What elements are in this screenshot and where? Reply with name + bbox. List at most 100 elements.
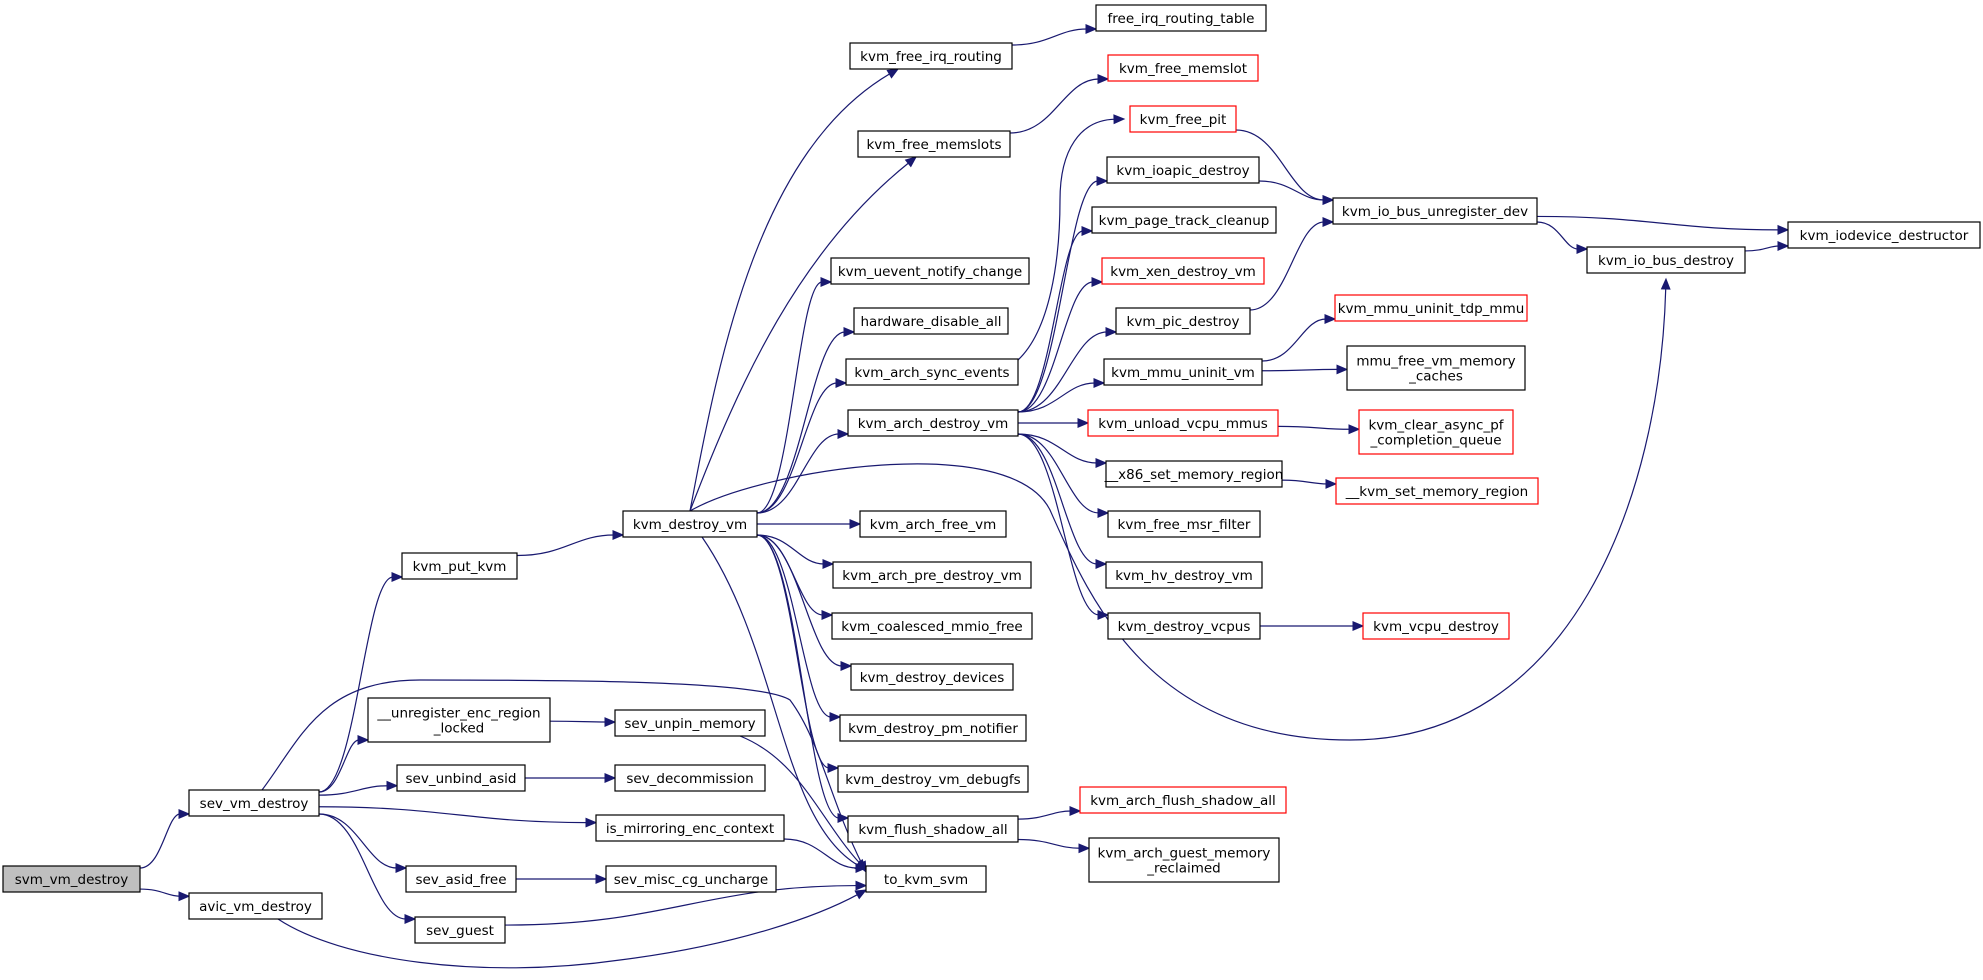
edge-arrowhead	[1576, 244, 1589, 254]
edge-line	[756, 534, 832, 718]
edge-line	[1536, 215, 1780, 231]
node-label: _completion_queue	[1369, 433, 1501, 449]
node-kvm-destroy-vm-debugfs[interactable]: kvm_destroy_vm_debugfs	[837, 765, 1029, 793]
edge-arrowhead	[835, 378, 848, 388]
edge-kvm_arch_destroy_vm-to-kvm_xen_destroy_vm	[1017, 277, 1104, 413]
edge-kvm_arch_destroy_vm-to-kvm_page_track_cleanup	[1017, 226, 1094, 413]
node-sev-unbind-asid[interactable]: sev_unbind_asid	[396, 764, 526, 792]
node-avic-vm-destroy[interactable]: avic_vm_destroy	[188, 892, 323, 920]
node-label: kvm_destroy_pm_notifier	[848, 721, 1018, 737]
node-label: kvm_uevent_notify_change	[838, 264, 1022, 280]
node-kvm-arch-free-vm[interactable]: kvm_arch_free_vm	[859, 510, 1007, 538]
edge-line	[689, 162, 910, 512]
node-box	[865, 865, 987, 893]
edge-kvm_destroy_vm-to-kvm_arch_pre_destroy_vm	[756, 534, 835, 569]
edge-arrowhead	[604, 773, 617, 783]
node-sev-decommission[interactable]: sev_decommission	[614, 764, 766, 792]
node-kvm-io-bus-destroy[interactable]: kvm_io_bus_destroy	[1586, 246, 1746, 274]
node-mmu-free-vm-memory-caches[interactable]: mmu_free_vm_memory_caches	[1346, 345, 1526, 391]
edge-arrowhead	[1324, 314, 1337, 324]
node-box	[857, 130, 1011, 158]
node-sev-misc-cg-uncharge[interactable]: sev_misc_cg_uncharge	[605, 865, 777, 893]
edge-line	[1017, 331, 1108, 413]
edge-line	[1009, 78, 1100, 134]
edge-arrowhead	[1777, 241, 1790, 251]
node-kvm-arch-destroy-vm[interactable]: kvm_arch_destroy_vm	[847, 409, 1019, 437]
node-box	[614, 709, 766, 737]
node-is-mirroring-enc-context[interactable]: is_mirroring_enc_context	[595, 814, 785, 842]
edge-kvm_destroy_vm-to-kvm_arch_free_vm	[757, 519, 862, 529]
node-svm-vm-destroy[interactable]: svm_vm_destroy	[2, 865, 141, 893]
edge-line	[318, 785, 389, 796]
node-label: kvm_destroy_vcpus	[1118, 619, 1251, 635]
node-kvm-clear-async-pf-completion-queue[interactable]: kvm_clear_async_pf_completion_queue	[1358, 409, 1514, 455]
edge-kvm_arch_destroy_vm-to-kvm_unload_vcpu_mmus	[1018, 418, 1090, 428]
edge-line	[1017, 230, 1084, 413]
node-hardware-disable-all[interactable]: hardware_disable_all	[853, 307, 1009, 335]
node-kvm-pic-destroy[interactable]: kvm_pic_destroy	[1115, 307, 1251, 335]
node-kvm-unload-vcpu-mmus[interactable]: kvm_unload_vcpu_mmus	[1087, 409, 1279, 437]
node-kvm-free-memslots[interactable]: kvm_free_memslots	[857, 130, 1011, 158]
node-kvm-flush-shadow-all[interactable]: kvm_flush_shadow_all	[847, 815, 1019, 843]
node-kvm-free-pit[interactable]: kvm_free_pit	[1129, 105, 1237, 133]
node-sev-unpin-memory[interactable]: sev_unpin_memory	[614, 709, 766, 737]
node-sev-guest[interactable]: sev_guest	[414, 916, 506, 944]
node-sev-vm-destroy[interactable]: sev_vm_destroy	[188, 789, 320, 817]
edge-kvm_arch_destroy_vm-to-x86_set_memory_region	[1017, 433, 1108, 468]
node-kvm-destroy-vcpus[interactable]: kvm_destroy_vcpus	[1107, 612, 1261, 640]
node-label: svm_vm_destroy	[15, 872, 129, 888]
node-kvm-destroy-devices[interactable]: kvm_destroy_devices	[850, 663, 1014, 691]
node-box	[832, 561, 1032, 589]
node-kvm-xen-destroy-vm[interactable]: kvm_xen_destroy_vm	[1101, 257, 1265, 285]
node-kvm-destroy-vm[interactable]: kvm_destroy_vm	[622, 510, 758, 538]
node-kvm-free-msr-filter[interactable]: kvm_free_msr_filter	[1107, 510, 1261, 538]
edge-line	[756, 382, 838, 514]
node-kvm-uevent-notify-change[interactable]: kvm_uevent_notify_change	[830, 257, 1030, 285]
edge-sev_asid_free-to-sev_misc_cg_uncharge	[516, 874, 608, 884]
node-kvm-mmu-uninit-tdp-mmu[interactable]: kvm_mmu_uninit_tdp_mmu	[1334, 294, 1528, 322]
node-label: _locked	[433, 721, 484, 737]
edge-line	[1017, 382, 1096, 413]
node-kvm-arch-sync-events[interactable]: kvm_arch_sync_events	[845, 358, 1019, 386]
edge-kvm_free_memslots-to-kvm_free_memslot	[1009, 74, 1110, 134]
node-to-kvm-svm[interactable]: to_kvm_svm	[865, 865, 987, 893]
node-label: kvm_free_memslot	[1119, 61, 1247, 77]
edge-sev_vm_destroy-to-to_kvm_svm	[261, 679, 867, 874]
node-kvm-arch-pre-destroy-vm[interactable]: kvm_arch_pre_destroy_vm	[832, 561, 1032, 589]
node-kvm-coalesced-mmio-free[interactable]: kvm_coalesced_mmio_free	[831, 612, 1033, 640]
node-kvm-arch-flush-shadow-all[interactable]: kvm_arch_flush_shadow_all	[1079, 786, 1287, 814]
node-label: sev_guest	[426, 923, 494, 939]
edge-kvm_destroy_vm-to-kvm_free_irq_routing	[689, 68, 900, 512]
edge-arrowhead	[595, 874, 608, 884]
node-kvm-mmu-uninit-vm[interactable]: kvm_mmu_uninit_vm	[1103, 358, 1263, 386]
node-box	[1101, 257, 1265, 285]
edge-line	[689, 73, 891, 512]
edge-line	[1235, 129, 1325, 201]
edge-arrowhead	[1069, 806, 1082, 816]
node-kvm-free-irq-routing[interactable]: kvm_free_irq_routing	[849, 42, 1013, 70]
node-free-irq-routing-table[interactable]: free_irq_routing_table	[1095, 4, 1267, 32]
node-kvm-free-memslot[interactable]: kvm_free_memslot	[1107, 54, 1259, 82]
node-kvm-set-memory-region[interactable]: __kvm_set_memory_region	[1335, 477, 1539, 505]
node-kvm-put-kvm[interactable]: kvm_put_kvm	[401, 552, 518, 580]
node-kvm-destroy-pm-notifier[interactable]: kvm_destroy_pm_notifier	[839, 714, 1027, 742]
node-kvm-ioapic-destroy[interactable]: kvm_ioapic_destroy	[1106, 156, 1260, 184]
edge-kvm_arch_sync_events-to-kvm_free_pit	[1017, 114, 1126, 361]
node-label: kvm_io_bus_destroy	[1598, 253, 1734, 269]
node-x86-set-memory-region[interactable]: __x86_set_memory_region	[1104, 460, 1284, 488]
node-kvm-arch-guest-memory-reclaimed[interactable]: kvm_arch_guest_memory_reclaimed	[1088, 837, 1280, 883]
node-label: kvm_destroy_devices	[860, 670, 1005, 686]
node-kvm-hv-destroy-vm[interactable]: kvm_hv_destroy_vm	[1105, 561, 1263, 589]
node-unregister-enc-region-locked[interactable]: __unregister_enc_region_locked	[367, 697, 551, 743]
edge-arrowhead	[386, 780, 399, 791]
node-kvm-vcpu-destroy[interactable]: kvm_vcpu_destroy	[1362, 612, 1510, 640]
node-sev-asid-free[interactable]: sev_asid_free	[405, 865, 517, 893]
node-kvm-iodevice-destructor[interactable]: kvm_iodevice_destructor	[1787, 221, 1981, 249]
edge-arrowhead	[1336, 364, 1349, 375]
node-kvm-page-track-cleanup[interactable]: kvm_page_track_cleanup	[1091, 206, 1277, 234]
node-label: __x86_set_memory_region	[1104, 467, 1284, 483]
node-kvm-io-bus-unregister-dev[interactable]: kvm_io_bus_unregister_dev	[1332, 197, 1538, 225]
node-label: kvm_mmu_uninit_tdp_mmu	[1338, 301, 1525, 317]
edge-arrowhead	[604, 717, 617, 727]
node-box	[595, 814, 785, 842]
